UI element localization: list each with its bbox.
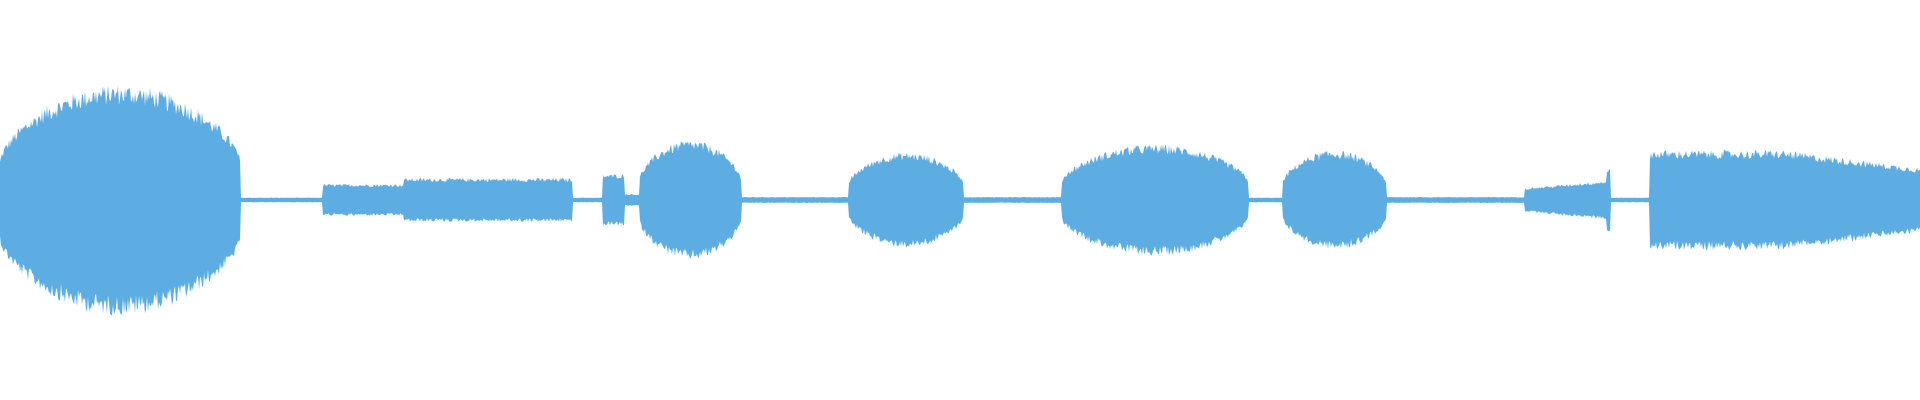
waveform-fill <box>0 85 1920 316</box>
